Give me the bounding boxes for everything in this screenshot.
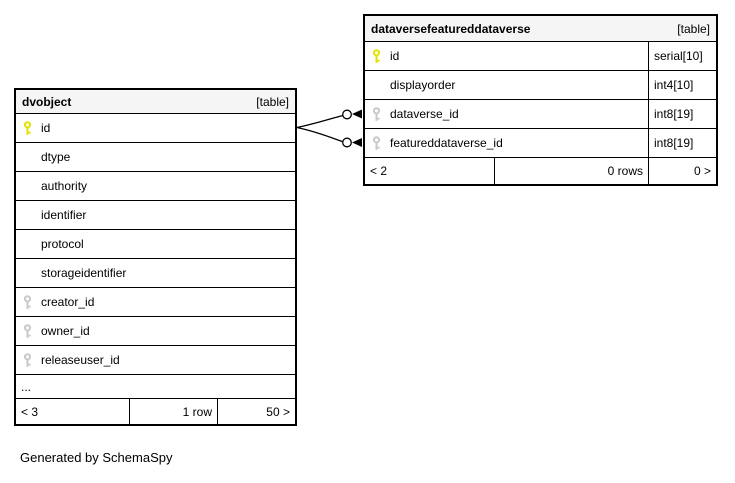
column-row-authority: authority <box>16 172 295 201</box>
column-type: int8[19] <box>648 100 716 128</box>
column-row-identifier: identifier <box>16 201 295 230</box>
table-dvobject[interactable]: dvobject [table] id dtype authority iden… <box>14 88 297 426</box>
relationship-dvobject-id-to-featureddataverse-id <box>296 126 362 148</box>
footer-parents-count: 0 > <box>648 158 716 184</box>
footer-children-count: < 3 <box>21 404 39 419</box>
footer-row-count: 1 row <box>129 399 217 424</box>
table-dataversefeatureddataverse[interactable]: dataversefeatureddataverse [table] id se… <box>363 14 718 186</box>
column-name: id <box>390 49 400 63</box>
foreign-key-icon <box>22 352 41 368</box>
table-footer-dvobject: < 3 1 row 50 > <box>16 399 295 424</box>
column-name: featureddataverse_id <box>390 136 503 150</box>
arrowhead-icon <box>352 138 362 147</box>
footer-parents-count: 50 > <box>217 399 295 424</box>
column-name: dataverse_id <box>390 107 459 121</box>
table-title: dvobject <box>22 94 72 109</box>
column-row-displayorder: displayorder int4[10] <box>365 71 716 100</box>
column-name: protocol <box>41 237 84 251</box>
column-row-featureddataverse-id: featureddataverse_id int8[19] <box>365 129 716 158</box>
column-name: creator_id <box>41 295 95 309</box>
truncated-columns-indicator: ... <box>16 375 295 399</box>
column-row-owner-id: owner_id <box>16 317 295 346</box>
table-header-dataversefeatureddataverse[interactable]: dataversefeatureddataverse [table] <box>365 16 716 42</box>
column-name: dtype <box>41 150 71 164</box>
foreign-key-icon <box>22 323 41 339</box>
foreign-key-icon <box>371 135 390 151</box>
column-row-releaseuser-id: releaseuser_id <box>16 346 295 375</box>
column-row-storageidentifier: storageidentifier <box>16 259 295 288</box>
arrowhead-icon <box>352 109 362 119</box>
column-name: releaseuser_id <box>41 353 120 367</box>
generated-by-label: Generated by SchemaSpy <box>20 450 173 465</box>
column-row-creator-id: creator_id <box>16 288 295 317</box>
relationship-dvobject-id-to-dataverse-id <box>296 109 362 129</box>
column-row-id: id <box>16 114 295 143</box>
column-name: displayorder <box>390 78 456 92</box>
table-title: dataversefeatureddataverse <box>371 21 531 36</box>
footer-children-count: < 2 <box>370 164 388 178</box>
column-row-protocol: protocol <box>16 230 295 259</box>
column-name: id <box>41 121 51 135</box>
table-header-dvobject[interactable]: dvobject [table] <box>16 90 295 114</box>
footer-row-count: 0 rows <box>494 158 648 184</box>
column-row-id: id serial[10] <box>365 42 716 71</box>
primary-key-icon <box>22 120 41 136</box>
column-name: authority <box>41 179 88 193</box>
foreign-key-icon <box>371 106 390 122</box>
zero-cardinality-circle <box>342 137 352 148</box>
table-footer-dataversefeatureddataverse: < 2 0 rows 0 > <box>365 158 716 184</box>
table-type-badge: [table] <box>256 94 289 109</box>
column-name: identifier <box>41 208 87 222</box>
column-name: owner_id <box>41 324 90 338</box>
column-row-dataverse-id: dataverse_id int8[19] <box>365 100 716 129</box>
foreign-key-icon <box>22 294 41 310</box>
zero-cardinality-circle <box>342 109 352 120</box>
table-type-badge: [table] <box>677 21 710 36</box>
column-name: storageidentifier <box>41 266 127 280</box>
column-row-dtype: dtype <box>16 143 295 172</box>
column-type: int4[10] <box>648 71 716 99</box>
column-type: int8[19] <box>648 129 716 157</box>
column-type: serial[10] <box>648 42 716 70</box>
primary-key-icon <box>371 48 390 64</box>
